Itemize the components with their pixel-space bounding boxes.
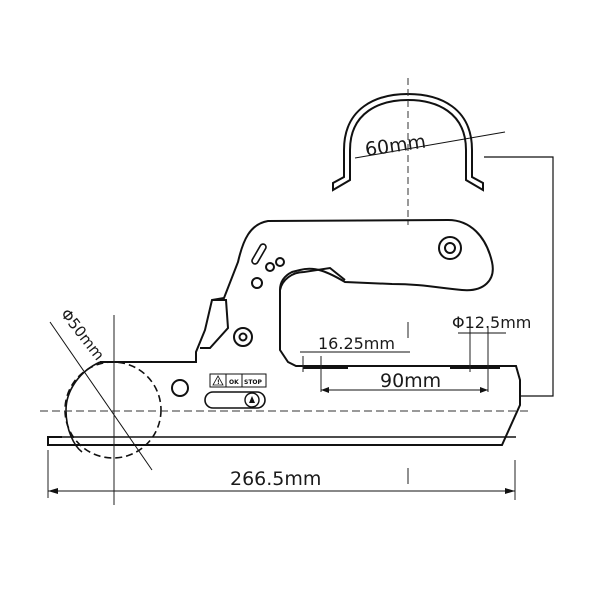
warning-text: ! xyxy=(217,379,220,386)
ball-diameter-label: Φ50mm xyxy=(57,305,108,363)
warning-icon xyxy=(212,375,224,386)
coupling-body xyxy=(47,218,521,446)
ok-text: OK xyxy=(229,379,239,386)
clamp-width-label: 60mm xyxy=(364,131,428,161)
clamp-leader-line xyxy=(484,156,554,397)
clamp-bracket xyxy=(332,92,484,192)
ball xyxy=(64,361,162,459)
hole-spacing-arrow-right xyxy=(480,387,488,393)
arrow-up-icon xyxy=(249,396,255,403)
reference-lines xyxy=(47,315,516,505)
mount-holes xyxy=(171,236,462,397)
total-length-arrow-right xyxy=(505,488,515,494)
release-button xyxy=(204,391,266,409)
total-length-arrow-left xyxy=(48,488,58,494)
hole-offset-label: 16.25mm xyxy=(318,334,395,353)
lever-slot xyxy=(251,243,267,265)
hole-spacing-label: 90mm xyxy=(380,370,441,392)
ball-diameter-line xyxy=(49,321,153,471)
total-length-label: 266.5mm xyxy=(230,468,321,490)
hole-diameter-label: Φ12.5mm xyxy=(452,313,531,332)
safety-indicator: ! OK STOP xyxy=(204,373,267,409)
hole-spacing-arrow-left xyxy=(321,387,329,393)
clamp-width-line xyxy=(354,131,506,159)
stop-text: STOP xyxy=(244,379,263,386)
